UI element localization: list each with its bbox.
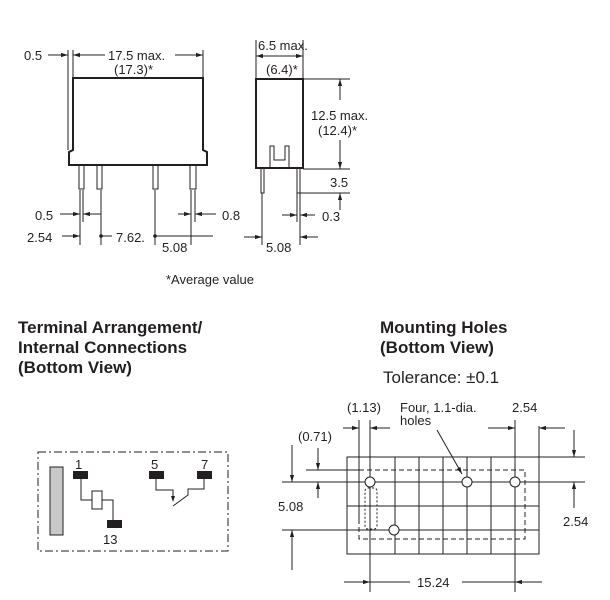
mounting-title-2: (Bottom View) [380, 338, 494, 357]
dim-pin-thickness: 0.3 [322, 209, 340, 224]
dim-pin-width-left: 0.5 [35, 208, 53, 223]
terminal-pad-1 [73, 471, 88, 479]
dim-depth-max: 6.5 max. [258, 38, 308, 53]
side-view: 6.5 max. (6.4)* 12.5 max. (12.4)* 3.5 0.… [244, 38, 368, 255]
dim-height-max: 12.5 max. [311, 108, 368, 123]
terminal-label-7: 7 [201, 457, 208, 472]
dim-pitch-1: 2.54 [27, 230, 52, 245]
terminal-pad-13 [107, 520, 122, 528]
dim-depth-avg: (6.4)* [266, 62, 298, 77]
hole-note-1: Four, 1.1-dia. [400, 400, 477, 415]
terminal-label-13: 13 [103, 532, 117, 547]
dim-height-avg: (12.4)* [318, 123, 357, 138]
dim-pitch-2: 7.62. [116, 230, 145, 245]
dim-pin-spacing: 5.08 [266, 240, 291, 255]
terminal-pad-5 [149, 471, 164, 479]
terminal-pad-7 [197, 471, 212, 479]
dim-width-max: 17.5 max. [108, 48, 165, 63]
dim-offset: 0.5 [24, 48, 42, 63]
footnote: *Average value [166, 272, 254, 287]
pins-front [78, 164, 197, 190]
terminal-label-1: 1 [75, 457, 82, 472]
terminal-label-5: 5 [151, 457, 158, 472]
dim-width-avg: (17.3)* [114, 62, 153, 77]
hole-note-2: holes [400, 413, 432, 428]
contact-switch-icon [172, 479, 205, 507]
dim-pin-length: 3.5 [330, 175, 348, 190]
mounting-holes [364, 476, 521, 536]
front-view: 0.5 17.5 max. (17.3)* 0.5 0.8 2.54 7.62.… [24, 48, 240, 255]
mounting-title-1: Mounting Holes [380, 318, 507, 337]
dim-span-vertical: 5.08 [278, 499, 303, 514]
dim-pin-width-right: 0.8 [222, 208, 240, 223]
dim-pitch-3: 5.08 [162, 240, 187, 255]
terminal-diagram: 1 13 5 7 [37, 451, 229, 552]
terminal-title-1: Terminal Arrangement/ [18, 318, 202, 337]
tolerance: Tolerance: ±0.1 [383, 368, 499, 387]
dim-offset-x: (1.13) [347, 400, 381, 415]
dim-span-horizontal: 15.24 [417, 575, 450, 590]
coil-icon [91, 490, 103, 510]
relay-body-front [68, 77, 208, 166]
dim-pitch-right: 2.54 [563, 514, 588, 529]
terminal-title-3: (Bottom View) [18, 358, 132, 377]
mounting-hole-diagram: (1.13) Four, 1.1-dia. holes 2.54 (0.71) … [278, 400, 588, 592]
dim-pitch-top: 2.54 [512, 400, 537, 415]
terminal-title-2: Internal Connections [18, 338, 187, 357]
dim-offset-y: (0.71) [298, 429, 332, 444]
relay-body-side [255, 78, 304, 169]
